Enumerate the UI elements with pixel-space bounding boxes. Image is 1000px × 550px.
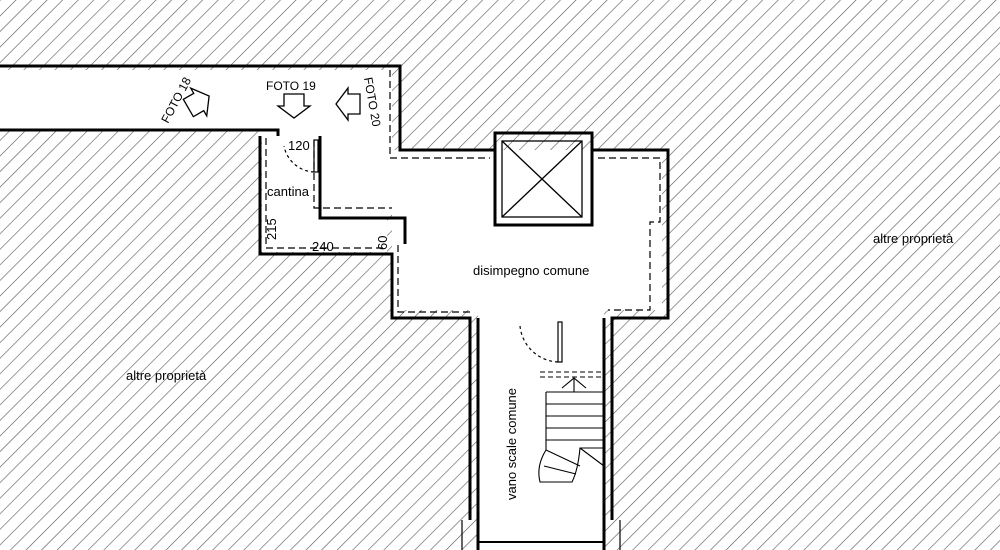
foto19-label: FOTO 19: [266, 79, 316, 93]
dimension-215: 215: [264, 218, 279, 240]
dimension-120: 120: [288, 138, 310, 153]
foto18-arrow-icon: [182, 86, 210, 118]
walls: [0, 64, 670, 550]
foto20-arrow-icon: [335, 86, 361, 122]
dimension-240: 240: [312, 239, 334, 254]
altre-proprieta-right-label: altre proprietà: [873, 231, 954, 246]
vano-scale-label: vano scale comune: [504, 388, 519, 500]
cellar-door: [283, 139, 319, 173]
altre-proprieta-left-label: altre proprietà: [126, 368, 207, 383]
elevator-shaft: [501, 140, 583, 218]
disimpegno-label: disimpegno comune: [473, 263, 589, 278]
dimension-60: 60: [375, 236, 390, 250]
staircase: [538, 371, 605, 483]
stair-door: [519, 321, 563, 363]
foto19-arrow-icon: [276, 93, 312, 119]
bottom-boundary: [461, 520, 621, 550]
cantina-label: cantina: [267, 184, 310, 199]
